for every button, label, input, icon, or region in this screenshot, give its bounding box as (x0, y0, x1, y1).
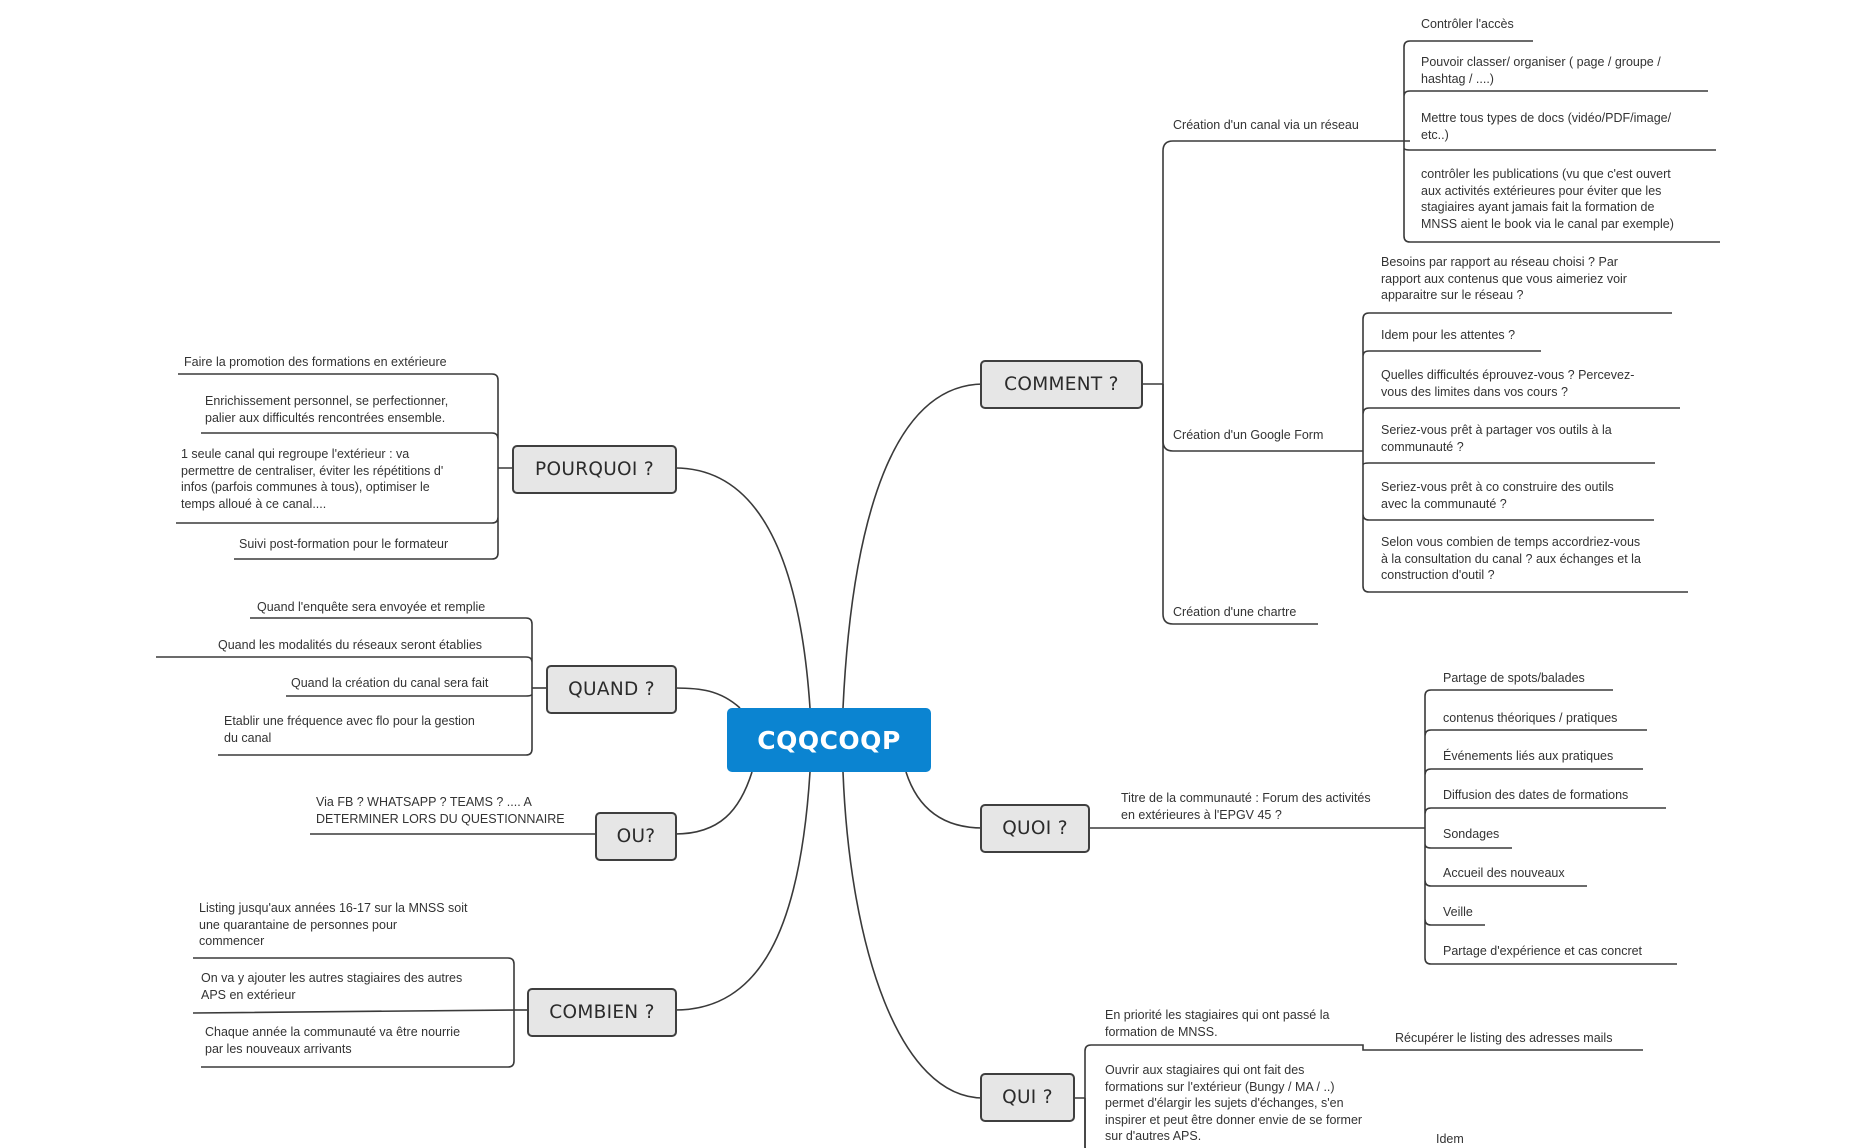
canal-item-1[interactable]: Contrôler l'accès (1421, 17, 1514, 31)
form-item-4[interactable]: Seriez-vous prêt à partager vos outils à… (1381, 423, 1612, 454)
branch-comment[interactable]: COMMENT ? (980, 360, 1143, 409)
canal-topic[interactable]: Création d'un canal via un réseau (1173, 118, 1359, 132)
pourquoi-item-3[interactable]: 1 seule canal qui regroupe l'extérieur :… (181, 447, 444, 511)
link-combien-items (192, 957, 515, 1068)
qui-item-2[interactable]: Ouvrir aux stagiaires qui ont fait des f… (1105, 1063, 1363, 1143)
link-qui-item2 (1084, 1098, 1087, 1148)
link-comment-charte (1162, 384, 1318, 625)
link-central-quand (674, 687, 741, 709)
link-central-quoi (905, 771, 984, 829)
quoi-item-2[interactable]: contenus théoriques / pratiques (1443, 711, 1618, 725)
quand-item-4[interactable]: Etablir une fréquence avec flo pour la g… (224, 714, 475, 745)
form-item-6[interactable]: Selon vous combien de temps accordriez-v… (1381, 535, 1641, 582)
quoi-titre[interactable]: Titre de la communauté : Forum des activ… (1121, 791, 1371, 822)
central-topic[interactable]: CQQCOQP (727, 708, 931, 772)
quoi-item-5[interactable]: Sondages (1443, 827, 1500, 841)
branch-qui[interactable]: QUI ? (980, 1073, 1075, 1122)
qui-item-1[interactable]: En priorité les stagiaires qui ont passé… (1105, 1008, 1330, 1039)
link-quand-items (156, 617, 533, 756)
link-canal-items (1403, 40, 1720, 243)
quoi-item-8[interactable]: Partage d'expérience et cas concret (1443, 944, 1643, 958)
link-central-ou (674, 771, 753, 835)
form-item-5[interactable]: Seriez-vous prêt à co construire des out… (1381, 480, 1614, 511)
canal-item-4[interactable]: contrôler les publications (vu que c'est… (1421, 167, 1674, 231)
link-central-qui (842, 771, 984, 1099)
quoi-item-1[interactable]: Partage de spots/balades (1443, 671, 1585, 685)
branch-ou[interactable]: OU? (595, 812, 677, 861)
combien-item-1[interactable]: Listing jusqu'aux années 16-17 sur la MN… (199, 901, 468, 948)
branch-quand[interactable]: QUAND ? (546, 665, 677, 714)
link-central-pourquoi (674, 467, 811, 709)
link-comment-canal (1162, 140, 1410, 384)
branch-pourquoi[interactable]: POURQUOI ? (512, 445, 677, 494)
combien-item-3[interactable]: Chaque année la communauté va être nourr… (205, 1025, 461, 1056)
canal-item-3[interactable]: Mettre tous types de docs (vidéo/PDF/ima… (1421, 111, 1672, 142)
branch-combien[interactable]: COMBIEN ? (527, 988, 677, 1037)
qui-item-1-sub[interactable]: Récupérer le listing des adresses mails (1395, 1031, 1613, 1045)
quoi-item-7[interactable]: Veille (1443, 905, 1473, 919)
quoi-item-6[interactable]: Accueil des nouveaux (1443, 866, 1565, 880)
qui-item-2-sub[interactable]: Idem (1436, 1132, 1464, 1146)
quand-item-2[interactable]: Quand les modalités du réseaux seront ét… (218, 638, 483, 652)
form-item-3[interactable]: Quelles difficultés éprouvez-vous ? Perc… (1381, 368, 1635, 399)
form-item-1[interactable]: Besoins par rapport au réseau choisi ? P… (1381, 255, 1627, 302)
link-quoi-items (1424, 689, 1677, 965)
combien-item-2[interactable]: On va y ajouter les autres stagiaires de… (201, 971, 463, 1002)
quand-item-1[interactable]: Quand l'enquête sera envoyée et remplie (257, 600, 486, 614)
charte-topic[interactable]: Création d'une chartre (1173, 605, 1297, 619)
quoi-item-3[interactable]: Événements liés aux pratiques (1443, 749, 1614, 763)
form-item-2[interactable]: Idem pour les attentes ? (1381, 328, 1516, 342)
quand-item-3[interactable]: Quand la création du canal sera fait (291, 676, 489, 690)
link-form-items (1362, 312, 1688, 593)
branch-quoi[interactable]: QUOI ? (980, 804, 1090, 853)
pourquoi-item-4[interactable]: Suivi post-formation pour le formateur (239, 537, 449, 551)
ou-item-1[interactable]: Via FB ? WHATSAPP ? TEAMS ? .... A DETER… (316, 795, 565, 826)
pourquoi-item-1[interactable]: Faire la promotion des formations en ext… (184, 355, 447, 369)
canal-item-2[interactable]: Pouvoir classer/ organiser ( page / grou… (1421, 55, 1661, 86)
pourquoi-item-2[interactable]: Enrichissement personnel, se perfectionn… (205, 394, 449, 425)
link-pourquoi-items (176, 373, 499, 560)
quoi-item-4[interactable]: Diffusion des dates de formations (1443, 788, 1629, 802)
link-central-comment (842, 383, 984, 709)
link-central-combien (674, 771, 811, 1011)
form-topic[interactable]: Création d'un Google Form (1173, 428, 1324, 442)
